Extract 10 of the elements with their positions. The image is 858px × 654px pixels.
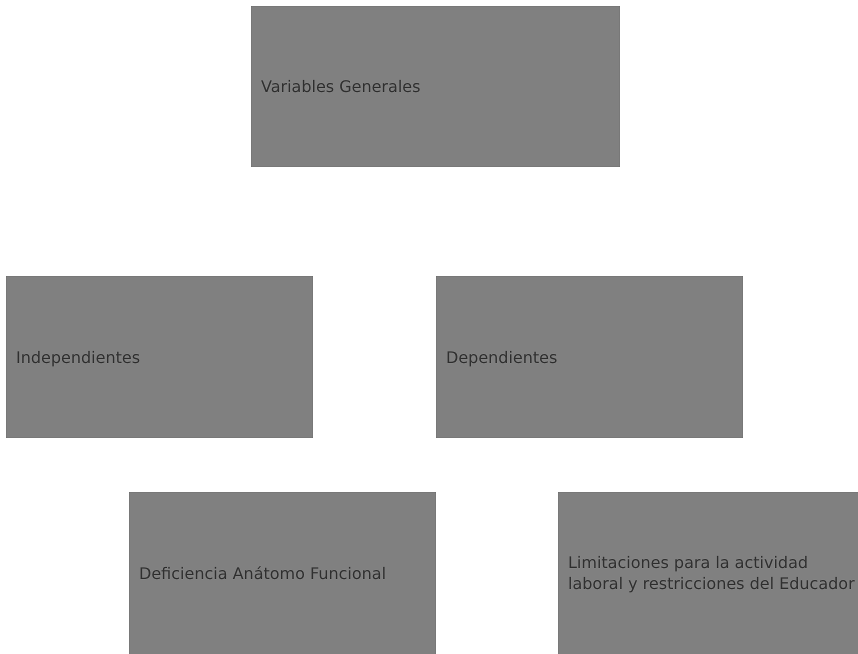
box-label: Deficiencia Anátomo Funcional bbox=[139, 562, 388, 584]
box-label: Dependientes bbox=[446, 346, 558, 368]
process-box bbox=[558, 492, 858, 654]
process-box bbox=[251, 6, 620, 167]
box-label: Variables Generales bbox=[261, 76, 422, 97]
box-label: Independientes bbox=[16, 346, 142, 368]
process-box bbox=[6, 276, 313, 438]
box-label: Limitaciones para la actividad laboral y restricciones del Educador bbox=[568, 552, 856, 594]
process-box bbox=[129, 492, 436, 654]
process-box bbox=[436, 276, 743, 438]
